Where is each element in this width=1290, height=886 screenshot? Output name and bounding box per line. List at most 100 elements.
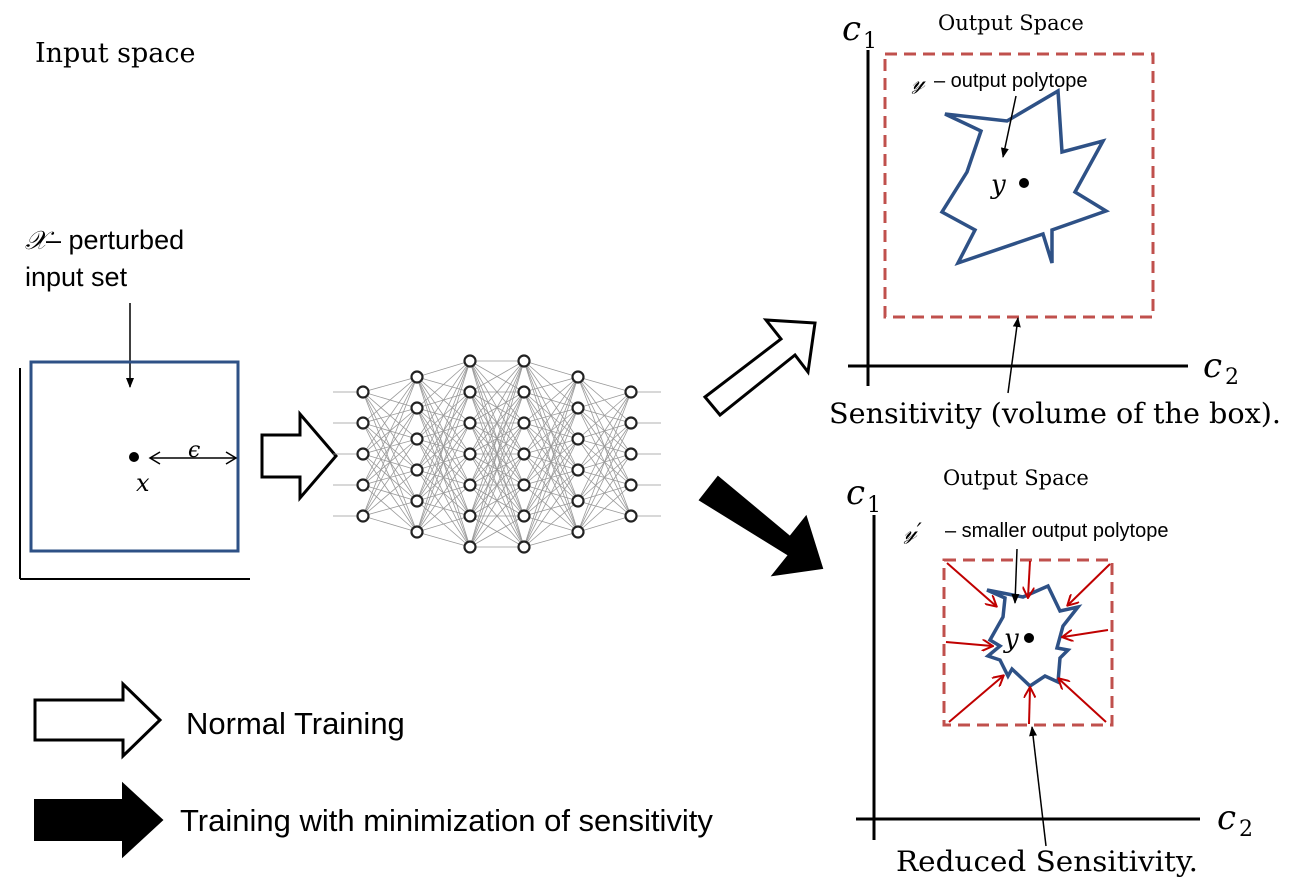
network-node-layer-3 — [463, 478, 477, 492]
legend-minimized-arrow — [34, 781, 164, 859]
network-edge — [523, 376, 579, 424]
network-edge — [469, 484, 525, 548]
network-node-layer-3 — [463, 385, 477, 399]
network-edge — [416, 360, 471, 409]
network-node-layer-4 — [517, 416, 531, 430]
network-edge — [416, 484, 471, 533]
network-edge — [416, 360, 471, 533]
output-polytope-symbol-top: 𝓎 — [911, 70, 926, 95]
input-point-x — [129, 452, 139, 462]
network-edge — [523, 500, 579, 548]
svg-text:c: c — [842, 9, 861, 49]
svg-text:c: c — [1217, 798, 1236, 838]
network-edge — [577, 515, 632, 533]
reduced-sensitivity-pointer — [1029, 726, 1047, 847]
network-node-layer-4 — [517, 385, 531, 399]
network-node-layer-3 — [463, 354, 477, 368]
network-node-layer-6 — [624, 509, 638, 523]
perturbed-set-label-line2: input set — [25, 262, 128, 292]
network-edge — [523, 376, 579, 486]
output-point-label-top: y — [990, 170, 1006, 200]
network-edge — [362, 376, 418, 517]
network-node-layer-5 — [571, 432, 585, 446]
network-edge — [577, 391, 632, 533]
network-edge — [577, 484, 632, 533]
sensitivity-training-arrow — [698, 475, 824, 577]
axis-c2-label-top: c 2 — [1203, 346, 1239, 390]
network-node-layer-3 — [463, 540, 477, 554]
network-edge — [469, 360, 525, 517]
network-node-layer-2 — [410, 494, 424, 508]
output-axes-bottom — [856, 515, 1200, 840]
network-edge — [362, 438, 418, 517]
network-node-layer-5 — [571, 370, 585, 384]
network-edge — [577, 422, 632, 533]
network-edge — [416, 360, 471, 378]
network-edge — [362, 376, 418, 424]
network-node-layer-4 — [517, 540, 531, 554]
output-point-top — [1019, 178, 1029, 188]
network-node-layer-2 — [410, 401, 424, 415]
sensitivity-box-top — [883, 52, 1155, 319]
network-edge — [416, 515, 471, 533]
network-edge — [469, 515, 525, 548]
output-point-bottom — [1024, 633, 1034, 643]
network-node-layer-2 — [410, 463, 424, 477]
epsilon-arrow — [148, 451, 238, 465]
input-space-title: Input space — [35, 38, 196, 69]
network-edge — [469, 360, 525, 424]
legend-normal-arrow — [33, 680, 163, 760]
network-input-arrow — [260, 409, 338, 503]
network-edge — [362, 515, 418, 533]
network-edge — [469, 391, 525, 548]
network-edge — [577, 391, 632, 440]
shrink-arrow — [948, 676, 1003, 723]
network-edge — [469, 360, 525, 393]
output-polytope-pointer-top — [1000, 95, 1017, 158]
neural-network — [356, 354, 638, 554]
network-node-layer-4 — [517, 478, 531, 492]
network-edge — [362, 469, 418, 517]
network-edge — [523, 376, 579, 455]
network-node-layer-4 — [517, 509, 531, 523]
network-node-layer-6 — [624, 447, 638, 461]
input-point-label: x — [136, 469, 150, 497]
network-edge — [362, 376, 418, 455]
network-node-layer-2 — [410, 432, 424, 446]
network-edge — [577, 391, 632, 502]
network-node-layer-5 — [571, 525, 585, 539]
network-edge — [416, 360, 471, 440]
network-edge — [416, 360, 471, 502]
shrink-arrow — [945, 642, 992, 646]
network-edge — [469, 422, 525, 548]
shrink-arrow — [1068, 563, 1111, 605]
axis-c1-label-top: c 1 — [842, 9, 877, 54]
normal-training-arrow — [702, 318, 817, 418]
network-node-layer-6 — [624, 385, 638, 399]
network-node-layer-5 — [571, 494, 585, 508]
svg-text:c: c — [846, 473, 865, 513]
legend-minimized-label: Training with minimization of sensitivit… — [180, 803, 713, 838]
network-edge — [416, 531, 471, 548]
network-edge — [416, 391, 471, 533]
network-edge — [523, 469, 579, 548]
network-edge — [523, 376, 579, 393]
network-edge — [416, 422, 471, 533]
output-polytope-label-top: – output polytope — [934, 70, 1087, 92]
shrink-arrows — [945, 560, 1111, 725]
network-edge — [523, 376, 579, 548]
network-node-layer-1 — [356, 509, 370, 523]
legend-normal-label: Normal Training — [186, 706, 405, 741]
network-node-layer-3 — [463, 416, 477, 430]
shrink-arrow — [1063, 629, 1109, 637]
smaller-polytope-symbol: 𝓎′ — [903, 520, 922, 545]
output-space-title-top: Output Space — [938, 11, 1084, 35]
smaller-polytope-label: – smaller output polytope — [945, 520, 1168, 542]
network-edge — [577, 391, 632, 409]
network-node-layer-5 — [571, 463, 585, 477]
network-edge — [577, 376, 632, 393]
shrink-arrow — [1059, 679, 1107, 723]
svg-text:c: c — [1203, 346, 1222, 386]
network-edge — [523, 531, 579, 548]
network-edge — [362, 407, 418, 517]
